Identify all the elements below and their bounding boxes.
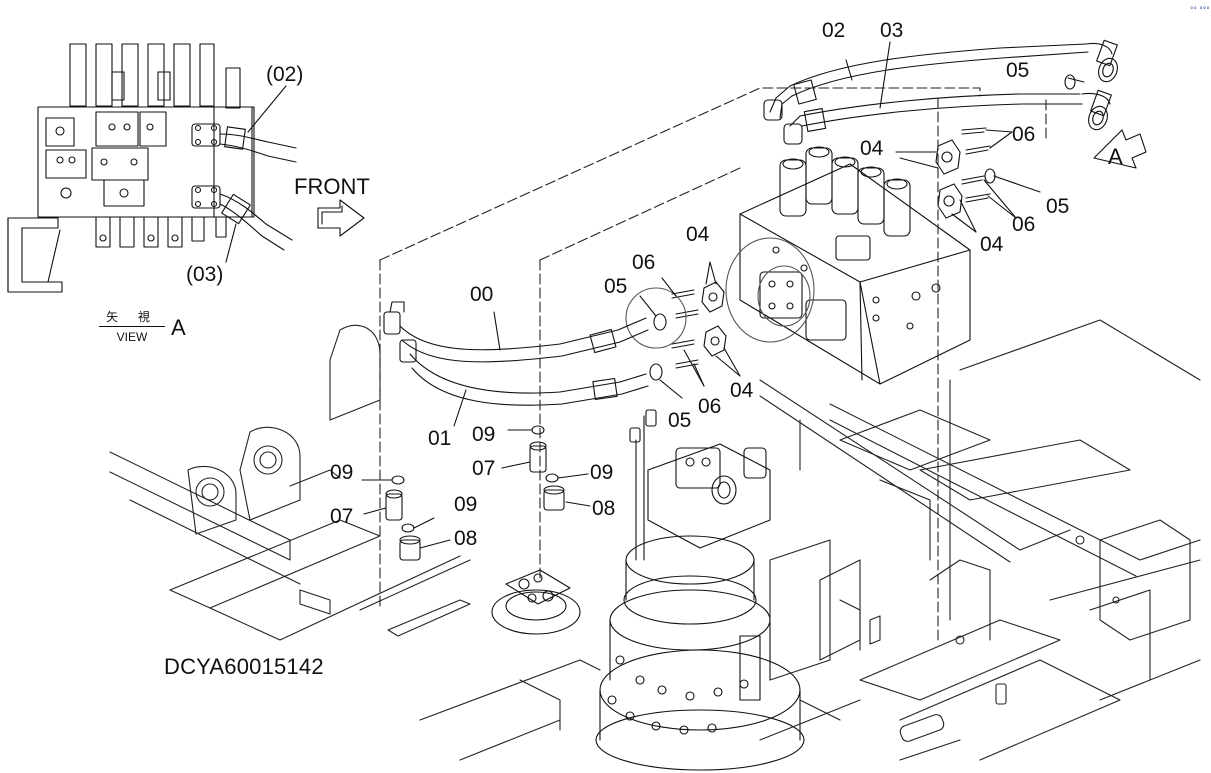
callout-09-b: 09 (330, 461, 354, 484)
callout-04-mid: 04 (686, 223, 710, 246)
view-label-letter: A (171, 315, 186, 340)
inset-callout-02: (02) (266, 63, 304, 86)
callout-01: 01 (428, 427, 452, 450)
drawing-code: DCYA60015142 (164, 654, 324, 679)
mid-flange-group (625, 261, 741, 399)
swing-motor (595, 409, 805, 771)
upper-structure-frame (109, 87, 1201, 761)
callout-06-top: 06 (1012, 123, 1036, 146)
callout-05-lower: 05 (668, 409, 692, 432)
callout-05-right: 05 (1046, 195, 1070, 218)
view-a-arrow-label: A (1108, 144, 1123, 169)
view-a-label: 矢 視 VIEW A (99, 306, 198, 346)
callout-08-right: 08 (592, 497, 616, 520)
callout-06-lower: 06 (698, 395, 722, 418)
front-label: FRONT (294, 174, 370, 199)
callout-09-c: 09 (590, 461, 614, 484)
fittings-right (501, 425, 591, 511)
callout-04-lower: 04 (730, 379, 754, 402)
corner-mark: °° °°° (1190, 6, 1210, 14)
hoses-00-01 (383, 301, 649, 427)
orings-top-right (984, 74, 1076, 193)
callout-05-mid: 05 (604, 275, 628, 298)
swivel-flange (491, 569, 581, 635)
inset-valve-view (7, 43, 297, 293)
fittings-left (361, 475, 451, 561)
callout-09-a: 09 (472, 423, 496, 446)
view-label-divider (99, 326, 165, 327)
callout-03: 03 (880, 19, 904, 42)
callout-04-right: 04 (980, 233, 1004, 256)
view-label-kanji: 矢 視 (106, 310, 158, 324)
control-valve (725, 146, 971, 385)
callout-07-right: 07 (472, 457, 496, 480)
inset-callout-03: (03) (186, 263, 224, 286)
view-label-text: VIEW (116, 330, 148, 344)
callout-00: 00 (470, 283, 494, 306)
view-a-arrow-shape (1093, 129, 1147, 169)
callout-04-top: 04 (860, 137, 884, 160)
front-arrow-shape (317, 199, 365, 237)
callout-05-top: 05 (1006, 59, 1030, 82)
callout-07-left: 07 (330, 505, 354, 528)
callout-08-left: 08 (454, 527, 478, 550)
callout-06-right: 06 (1012, 213, 1036, 236)
callout-02: 02 (822, 19, 846, 42)
callout-09-d: 09 (454, 493, 478, 516)
hoses-02-03 (763, 39, 1118, 145)
flanges-bolts-top-right (895, 127, 1017, 233)
callout-06-mid: 06 (632, 251, 656, 274)
